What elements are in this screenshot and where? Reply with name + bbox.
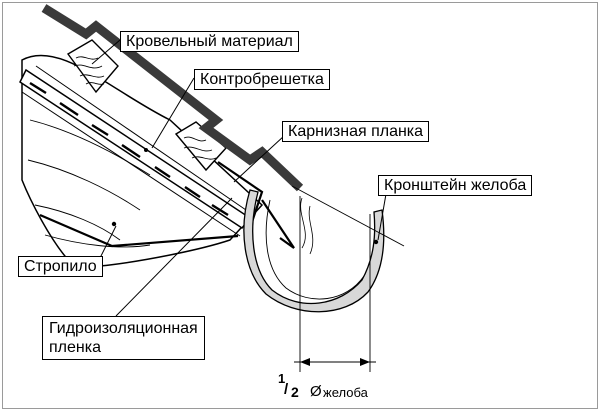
label-rafter: Стропило xyxy=(18,256,103,277)
batten-grain-upper xyxy=(73,56,105,85)
roof-plane-line xyxy=(291,185,405,247)
leader-eaves-strip xyxy=(233,135,285,183)
rafter-bottom-edge xyxy=(39,213,239,248)
roofing-sheet xyxy=(41,4,304,192)
counter-batten-upper xyxy=(35,65,247,211)
gutter xyxy=(243,189,385,313)
leader-roofing xyxy=(91,39,121,65)
bracket-marker xyxy=(373,239,379,245)
label-gutter-bracket: Кронштейн желоба xyxy=(378,175,533,196)
leader-counter-batten xyxy=(151,77,195,149)
rafter-marker xyxy=(111,221,117,227)
counter-batten-hatch xyxy=(29,81,229,217)
gutter-bracket xyxy=(265,199,365,300)
batten-block-upper xyxy=(66,39,119,94)
diameter-symbol: Ø xyxy=(310,383,322,400)
rafter-grain xyxy=(27,119,151,248)
leader-rafter xyxy=(99,225,117,259)
label-membrane-line1: Гидроизоляционная xyxy=(49,320,198,337)
leader-membrane xyxy=(115,197,233,317)
counter-batten-marker xyxy=(144,148,148,152)
dimension-arrow-right xyxy=(360,358,370,366)
counter-batten-lower xyxy=(21,91,241,237)
eaves-strip-drip xyxy=(261,199,295,249)
dimension-text: желоба xyxy=(323,385,368,400)
fraction-numerator: 1 xyxy=(278,371,286,386)
label-counter-batten: Контробрешетка xyxy=(194,69,330,90)
label-membrane-line2: пленка xyxy=(49,339,101,356)
leader-bracket xyxy=(377,193,387,241)
label-membrane: Гидроизоляционная пленка xyxy=(42,316,205,360)
batten-grain-lower xyxy=(183,136,217,160)
fraction-slash: / xyxy=(284,381,289,398)
label-roofing: Кровельный материал xyxy=(120,31,299,52)
dimension-arrow-left xyxy=(300,358,310,366)
label-eaves-strip: Карнизная планка xyxy=(282,121,430,142)
fraction-denominator: 2 xyxy=(291,384,299,400)
water-stream xyxy=(300,197,314,255)
